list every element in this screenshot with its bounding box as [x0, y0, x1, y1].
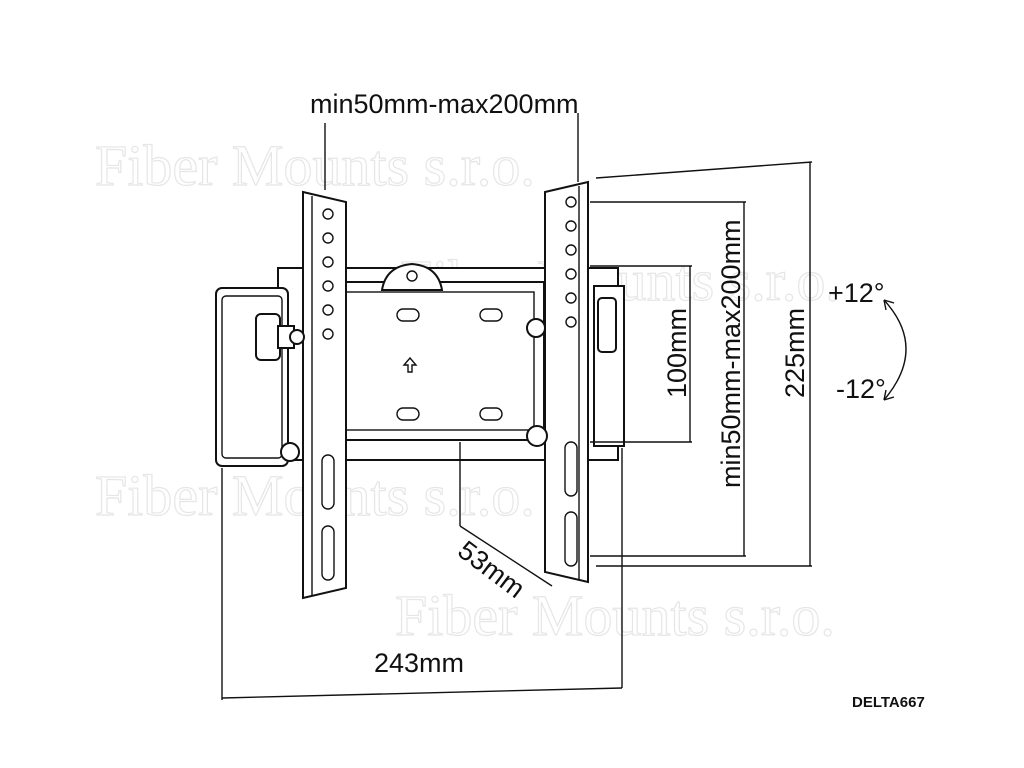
watermark-layer: Fiber Mounts s.r.o. Fiber Mounts s.r.o. … [94, 132, 840, 648]
tilt-up-label: +12° [828, 278, 885, 308]
tilt-knobs [255, 297, 617, 462]
top-spacing-label: min50mm-max200mm [310, 89, 579, 119]
svg-text:Fiber Mounts s.r.o.: Fiber Mounts s.r.o. [395, 583, 835, 648]
svg-text:Fiber Mounts s.r.o.: Fiber Mounts s.r.o. [95, 133, 535, 198]
width-label: 243mm [374, 648, 464, 678]
right-arm [544, 180, 589, 584]
height-label: 225mm [780, 308, 810, 398]
left-arm [302, 190, 347, 600]
dimension-lines [221, 113, 907, 700]
vertical-spacing-label: min50mm-max200mm [716, 219, 746, 488]
tilt-down-label: -12° [836, 374, 886, 404]
model-label: DELTA667 [852, 694, 925, 711]
up-arrow-icon [402, 356, 418, 373]
inner-height-label: 100mm [662, 308, 692, 398]
center-plate [331, 262, 545, 441]
